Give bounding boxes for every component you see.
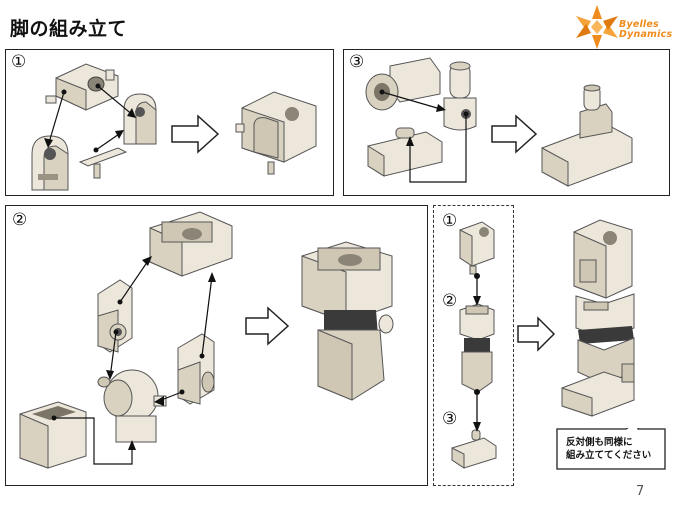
step1-right-arch-part	[123, 93, 157, 145]
step2-number: ②	[12, 210, 28, 230]
step2-ball-joint-part	[97, 369, 167, 443]
combined-steps-panel: ① ② ③	[433, 205, 514, 486]
starburst-logo-icon	[576, 5, 618, 49]
step3-assembled-foot	[541, 84, 633, 187]
step3-illustration	[365, 57, 633, 187]
step1-pin-part	[78, 147, 128, 179]
brand-logo: Byelles Dynamics	[574, 3, 678, 51]
sub-step1-number: ①	[442, 211, 458, 231]
step3-foot-part	[367, 127, 443, 177]
page-number: 7	[636, 484, 645, 499]
step1-assembled-part	[235, 91, 317, 175]
step3-socket-part	[365, 57, 441, 111]
step2-knee-cap-part	[149, 211, 233, 277]
final-leg-illustration	[561, 219, 635, 417]
step3-post-part	[443, 61, 477, 131]
callout-line1: 反対側も同様に	[566, 437, 633, 448]
step1-illustration	[31, 63, 317, 191]
step3-panel: ③	[343, 49, 670, 196]
step1-left-arch-part	[31, 135, 69, 191]
step1-panel: ①	[5, 49, 334, 196]
sub-steps-illustration	[451, 221, 497, 469]
sub-step1-part	[459, 221, 495, 275]
sub-step3-part	[451, 429, 497, 469]
hollow-right-arrow-icon	[245, 306, 290, 346]
step2-illustration	[19, 211, 394, 469]
step2-panel: ②	[5, 205, 428, 486]
step2-assembled-knee	[301, 241, 394, 401]
logo-line1: Byelles	[619, 19, 659, 30]
sub-step3-number: ③	[442, 409, 458, 429]
sub-step2-part	[459, 303, 495, 393]
hollow-right-arrow-icon	[517, 316, 556, 352]
step1-number: ①	[11, 52, 27, 72]
step3-number: ③	[349, 52, 365, 72]
note-callout: 反対側も同様に 組み立ててください	[556, 428, 666, 470]
step2-left-bracket-part	[97, 279, 133, 353]
hollow-right-arrow-icon	[491, 114, 538, 154]
callout-line2: 組み立ててください	[566, 450, 652, 461]
speech-bubble-shape	[556, 428, 666, 470]
hollow-right-arrow-icon	[171, 114, 220, 154]
step1-bracket-part	[45, 63, 119, 111]
sub-step2-number: ②	[442, 291, 458, 311]
page-title: 脚の組み立て	[10, 18, 128, 40]
logo-line2: Dynamics	[619, 29, 673, 40]
step2-socket-cup-part	[19, 401, 87, 469]
